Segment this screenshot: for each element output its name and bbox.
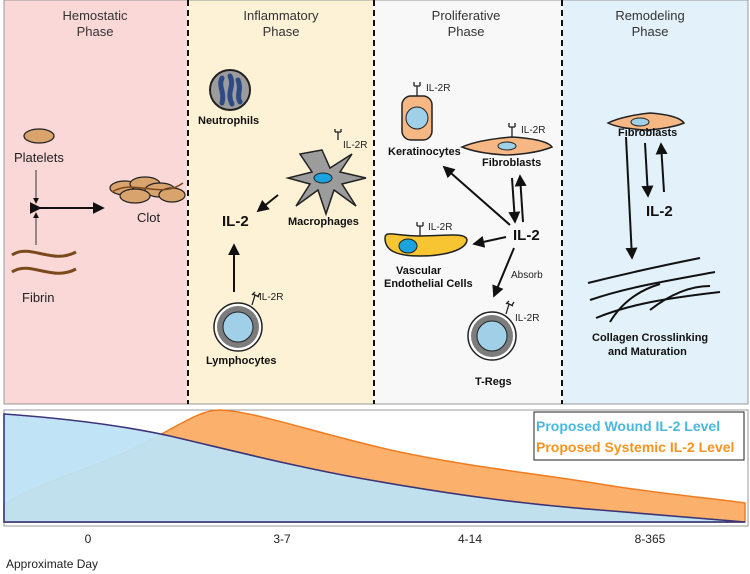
macrophage-icon bbox=[285, 149, 367, 217]
absorb-label: Absorb bbox=[511, 270, 543, 281]
hemostatic-phase-title: Hemostatic bbox=[62, 8, 128, 23]
il2r-label: IL-2R bbox=[428, 222, 452, 233]
il2-to-endothelial-arrow bbox=[472, 235, 507, 248]
fibroblast-to-il2-arrow bbox=[641, 142, 654, 198]
fibroblast-icon bbox=[460, 123, 554, 156]
proliferative-phase-title-line2: Phase bbox=[448, 24, 485, 39]
proliferative-phase-title: Proliferative bbox=[432, 8, 501, 23]
chart-legend: Proposed Wound IL-2 Level Proposed Syste… bbox=[533, 411, 745, 461]
legend-wound-label: Proposed Wound IL-2 Level bbox=[536, 418, 720, 434]
fibroblast-to-il2-arrow bbox=[508, 177, 521, 224]
hemostatic-phase-panel bbox=[4, 0, 187, 404]
x-tick-label: 4-14 bbox=[458, 532, 482, 546]
collagen-label-line2: and Maturation bbox=[608, 346, 687, 358]
fibrin-label: Fibrin bbox=[22, 290, 55, 305]
top-panel-border bbox=[3, 0, 749, 405]
il2r-label: IL-2R bbox=[521, 125, 545, 136]
fibroblast-to-collagen-arrow bbox=[625, 136, 638, 260]
platelet-icon bbox=[23, 128, 55, 144]
keratinocyte-icon bbox=[401, 82, 433, 141]
il2r-label: IL-2R bbox=[426, 83, 450, 94]
il2-label: IL-2 bbox=[646, 203, 673, 220]
vascular-label: Vascular bbox=[396, 265, 442, 277]
il2-to-treg-arrow bbox=[492, 247, 515, 298]
il2-label: IL-2 bbox=[513, 227, 540, 244]
clot-icon bbox=[109, 176, 186, 204]
remodeling-phase-panel bbox=[563, 0, 748, 404]
neutrophils-label: Neutrophils bbox=[198, 115, 259, 127]
collagen-label: Collagen Crosslinking bbox=[592, 332, 708, 344]
il2-to-fibroblast-arrow bbox=[655, 142, 668, 193]
x-tick-label: 3-7 bbox=[273, 532, 291, 546]
keratinocytes-label: Keratinocytes bbox=[388, 146, 461, 158]
proliferative-phase-panel bbox=[374, 0, 562, 404]
fibroblast-icon bbox=[606, 112, 686, 131]
x-tick-label: 0 bbox=[85, 532, 92, 546]
il2r-receptor-icon bbox=[334, 129, 342, 140]
remodeling-phase-title-line2: Phase bbox=[632, 24, 669, 39]
il2-to-keratinocyte-arrow bbox=[442, 165, 511, 226]
endothelial-cells-label: Endothelial Cells bbox=[384, 278, 473, 290]
hemostatic-phase-title-line2: Phase bbox=[77, 24, 114, 39]
il2-to-fibroblast-arrow bbox=[514, 174, 527, 223]
x-axis-label: Approximate Day bbox=[6, 557, 98, 571]
lymphocyte-icon bbox=[213, 302, 263, 352]
legend-systemic-label: Proposed Systemic IL-2 Level bbox=[536, 439, 734, 455]
inflammatory-phase-panel bbox=[188, 0, 373, 404]
inflammatory-phase-title-line2: Phase bbox=[263, 24, 300, 39]
tregs-label: T-Regs bbox=[475, 376, 512, 388]
inflammatory-phase-title: Inflammatory bbox=[243, 8, 319, 23]
il2-label: IL-2 bbox=[222, 213, 249, 230]
macrophage-to-il2-arrow bbox=[256, 194, 279, 213]
fibrin-strand-icon bbox=[11, 266, 77, 275]
x-tick-label: 8-365 bbox=[635, 532, 666, 546]
il2r-label: IL-2R bbox=[343, 140, 367, 151]
fibrin-strand-icon bbox=[11, 249, 77, 258]
neutrophil-icon bbox=[209, 69, 251, 111]
clot-label: Clot bbox=[137, 210, 161, 225]
il2r-receptor-icon bbox=[251, 291, 261, 306]
platelets-label: Platelets bbox=[14, 150, 64, 165]
collagen-fibers-icon bbox=[587, 257, 721, 323]
fibroblasts-label: Fibroblasts bbox=[618, 127, 677, 139]
wound-il2-area bbox=[3, 413, 746, 523]
fibroblasts-label: Fibroblasts bbox=[482, 157, 541, 169]
macrophages-label: Macrophages bbox=[288, 216, 359, 228]
endothelial-cell-icon bbox=[384, 222, 468, 257]
lymphocytes-label: Lymphocytes bbox=[206, 355, 277, 367]
il2r-label: IL-2R bbox=[515, 313, 539, 324]
il2r-label: IL-2R bbox=[259, 292, 283, 303]
treg-icon bbox=[467, 300, 517, 361]
remodeling-phase-title: Remodeling bbox=[615, 8, 684, 23]
